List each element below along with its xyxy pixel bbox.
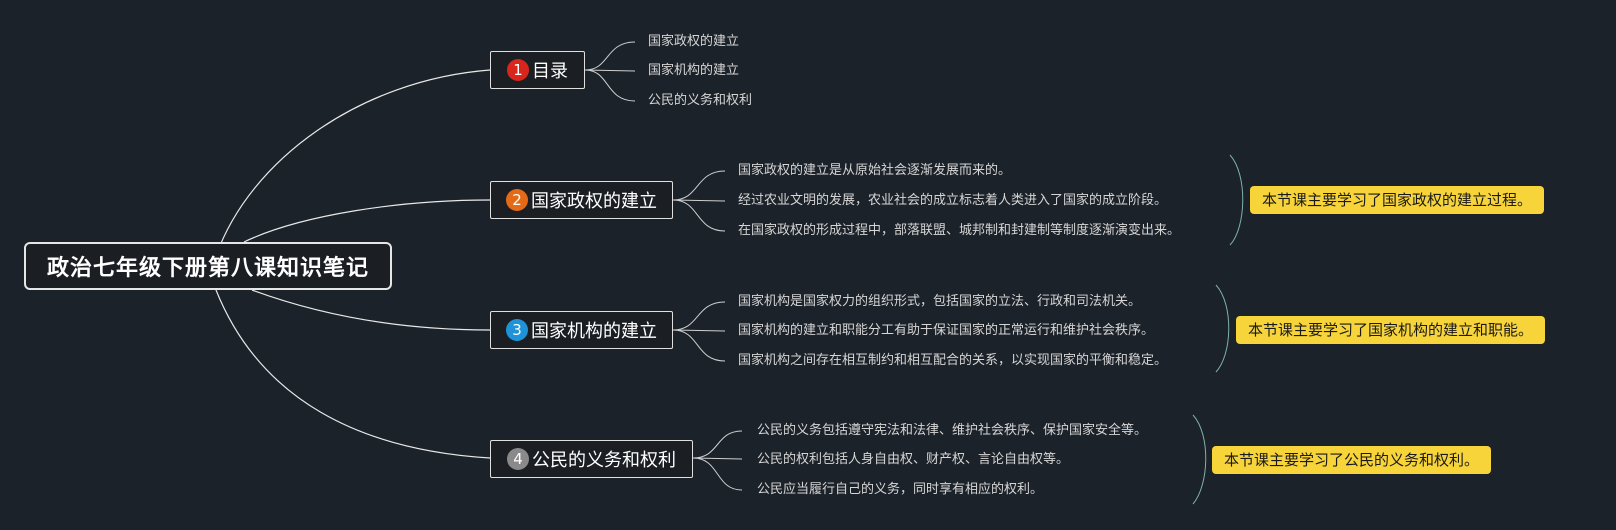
subtopic[interactable]: 公民的义务包括遵守宪法和法律、维护社会秩序、保护国家安全等。 <box>757 423 1148 438</box>
subtopic[interactable]: 公民的权利包括人身自由权、财产权、言论自由权等。 <box>757 452 1070 467</box>
number-badge: 4 <box>507 448 529 470</box>
summary-note[interactable]: 本节课主要学习了国家政权的建立过程。 <box>1250 186 1545 214</box>
subtopic[interactable]: 公民的义务和权利 <box>648 93 753 108</box>
summary-note[interactable]: 本节课主要学习了公民的义务和权利。 <box>1212 446 1492 474</box>
subtopic[interactable]: 经过农业文明的发展，农业社会的成立标志着人类进入了国家的成立阶段。 <box>738 193 1168 208</box>
topic-label: 国家机构的建立 <box>531 321 657 342</box>
subtopic[interactable]: 国家政权的建立是从原始社会逐渐发展而来的。 <box>738 163 1012 178</box>
topic-label: 公民的义务和权利 <box>532 450 676 471</box>
topic-directory[interactable]: 1 目录 <box>490 51 585 89</box>
summary-note[interactable]: 本节课主要学习了国家机构的建立和职能。 <box>1236 316 1546 344</box>
number-badge: 1 <box>507 59 529 81</box>
topic-label: 目录 <box>532 61 568 82</box>
subtopic[interactable]: 在国家政权的形成过程中，部落联盟、城邦制和封建制等制度逐渐演变出来。 <box>738 223 1181 238</box>
root-title: 政治七年级下册第八课知识笔记 <box>46 256 369 281</box>
topic-state-power[interactable]: 2 国家政权的建立 <box>490 181 673 219</box>
topic-state-organs[interactable]: 3 国家机构的建立 <box>490 311 673 349</box>
number-badge: 3 <box>506 319 528 341</box>
subtopic[interactable]: 国家机构的建立和职能分工有助于保证国家的正常运行和维护社会秩序。 <box>738 323 1155 338</box>
root-topic[interactable]: 政治七年级下册第八课知识笔记 <box>24 242 392 290</box>
subtopic[interactable]: 国家机构的建立 <box>648 63 740 78</box>
subtopic[interactable]: 国家机构之间存在相互制约和相互配合的关系，以实现国家的平衡和稳定。 <box>738 353 1168 368</box>
topic-citizen-duties-rights[interactable]: 4 公民的义务和权利 <box>490 440 693 478</box>
number-badge: 2 <box>506 189 528 211</box>
subtopic[interactable]: 公民应当履行自己的义务，同时享有相应的权利。 <box>757 482 1044 497</box>
subtopic[interactable]: 国家政权的建立 <box>648 34 740 49</box>
subtopic[interactable]: 国家机构是国家权力的组织形式，包括国家的立法、行政和司法机关。 <box>738 294 1142 309</box>
topic-label: 国家政权的建立 <box>531 191 657 212</box>
